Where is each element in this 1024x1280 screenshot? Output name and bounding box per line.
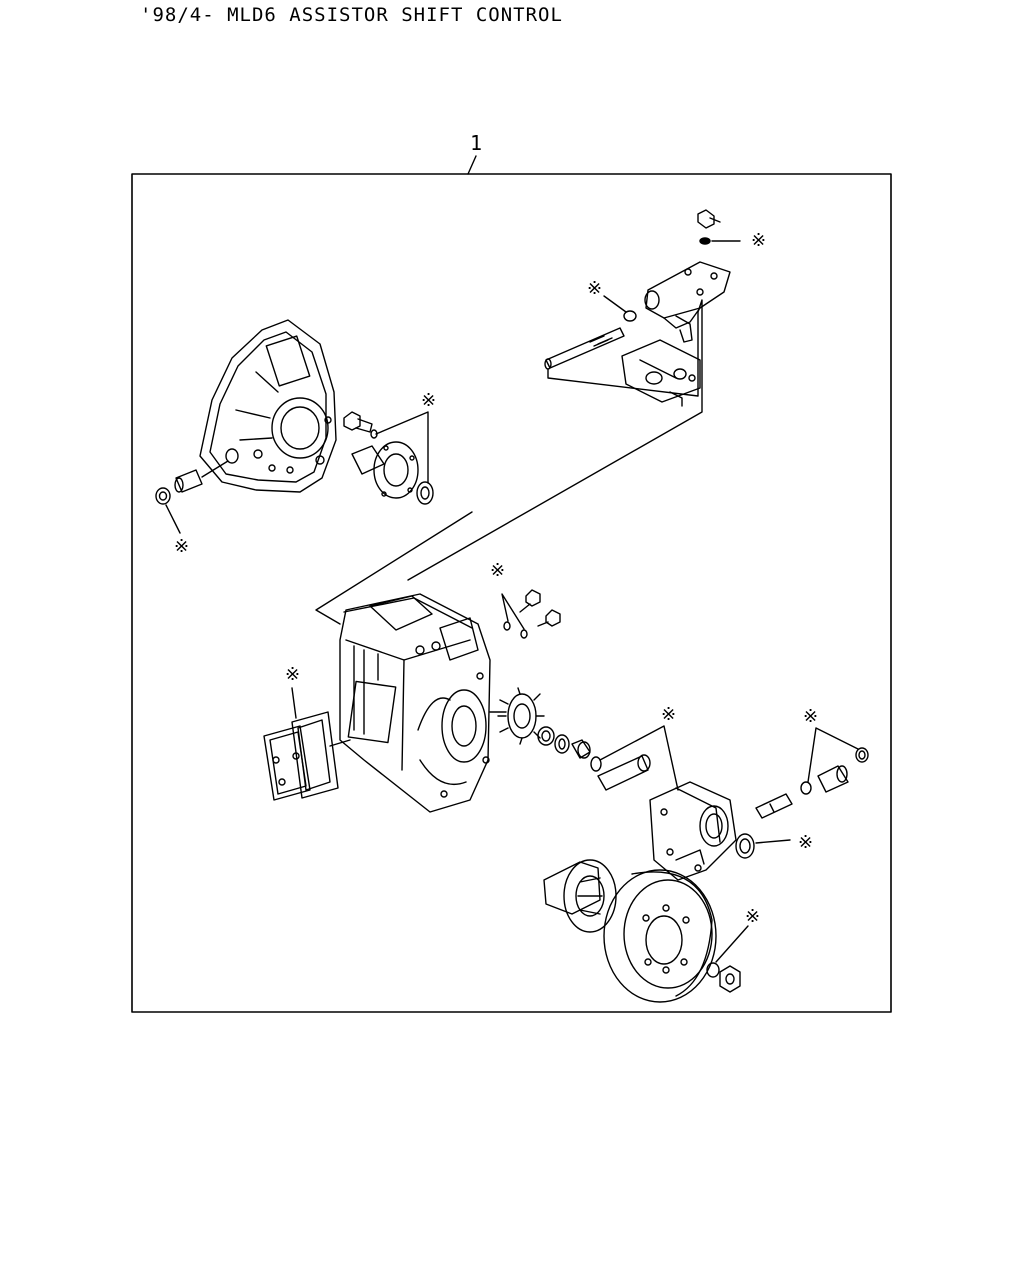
rear-housing	[649, 781, 737, 881]
output-o-ring	[590, 756, 602, 772]
shift-valve-block	[621, 339, 701, 407]
shift-shaft	[544, 327, 625, 370]
brake-drum	[603, 869, 717, 1003]
assembly-frame	[131, 173, 892, 1013]
case-o-ring-lower	[520, 629, 528, 639]
clutch-housing	[199, 319, 337, 493]
speedo-kit-leader	[807, 727, 859, 783]
drum-washer-leader	[715, 925, 749, 963]
kit-marker-gasket: ※	[285, 664, 300, 685]
drum-nut	[719, 965, 741, 993]
kit-marker-output: ※	[661, 704, 676, 725]
case-bolt-lower	[537, 609, 561, 627]
assembly-ref-number: 1	[470, 131, 482, 155]
kit-marker-seal-left: ※	[174, 536, 189, 557]
kit-marker-retainer: ※	[421, 390, 436, 411]
shift-group-leader	[407, 299, 703, 581]
bearing-retainer	[351, 441, 419, 499]
shaft-seal-leader	[603, 295, 627, 313]
speedo-shaft	[755, 793, 793, 819]
rear-oil-seal	[735, 833, 755, 859]
kit-marker-speedo: ※	[803, 706, 818, 727]
gasket-leader	[291, 687, 297, 719]
shift-lever-upper-housing	[644, 261, 731, 343]
side-cover-gasket	[291, 711, 339, 799]
shaft-oil-seal	[623, 310, 637, 322]
output-kit-leader	[599, 725, 679, 791]
speedo-bush	[855, 747, 869, 763]
case-bolt-upper	[519, 589, 541, 613]
bearing-inner	[554, 734, 570, 754]
assembly-ref-leader	[467, 155, 477, 175]
output-gear	[497, 687, 545, 745]
transmission-case	[339, 593, 491, 813]
seal-left-leader	[165, 504, 181, 534]
case-o-ring-leader	[501, 593, 525, 630]
retainer-oil-seal	[416, 481, 434, 505]
gear-spacer	[537, 726, 555, 746]
oil-seal-left	[155, 487, 171, 505]
breather-washer	[699, 237, 711, 245]
dowel-pin	[174, 460, 229, 493]
side-cover-leader	[329, 739, 351, 747]
breather-nut	[697, 209, 721, 229]
kit-marker-rear-seal: ※	[798, 832, 813, 853]
rear-seal-leader	[755, 839, 791, 844]
transmission-top-leader	[315, 511, 473, 625]
kit-marker-breather: ※	[751, 230, 766, 251]
speedo-o-ring	[800, 781, 812, 795]
retainer-bolt	[343, 411, 373, 433]
kit-marker-case-o-rings: ※	[490, 560, 505, 581]
kit-marker-shaft-seal: ※	[587, 278, 602, 299]
speedo-sleeve	[817, 765, 849, 793]
output-shaft-sleeve	[597, 754, 651, 791]
case-o-ring-upper	[503, 621, 511, 631]
bearing-outer	[571, 739, 591, 759]
retainer-kit-leader	[375, 411, 429, 484]
drum-washer	[706, 962, 720, 978]
kit-marker-drum: ※	[745, 906, 760, 927]
page-title: '98/4- MLD6 ASSISTOR SHIFT CONTROL	[140, 4, 563, 26]
